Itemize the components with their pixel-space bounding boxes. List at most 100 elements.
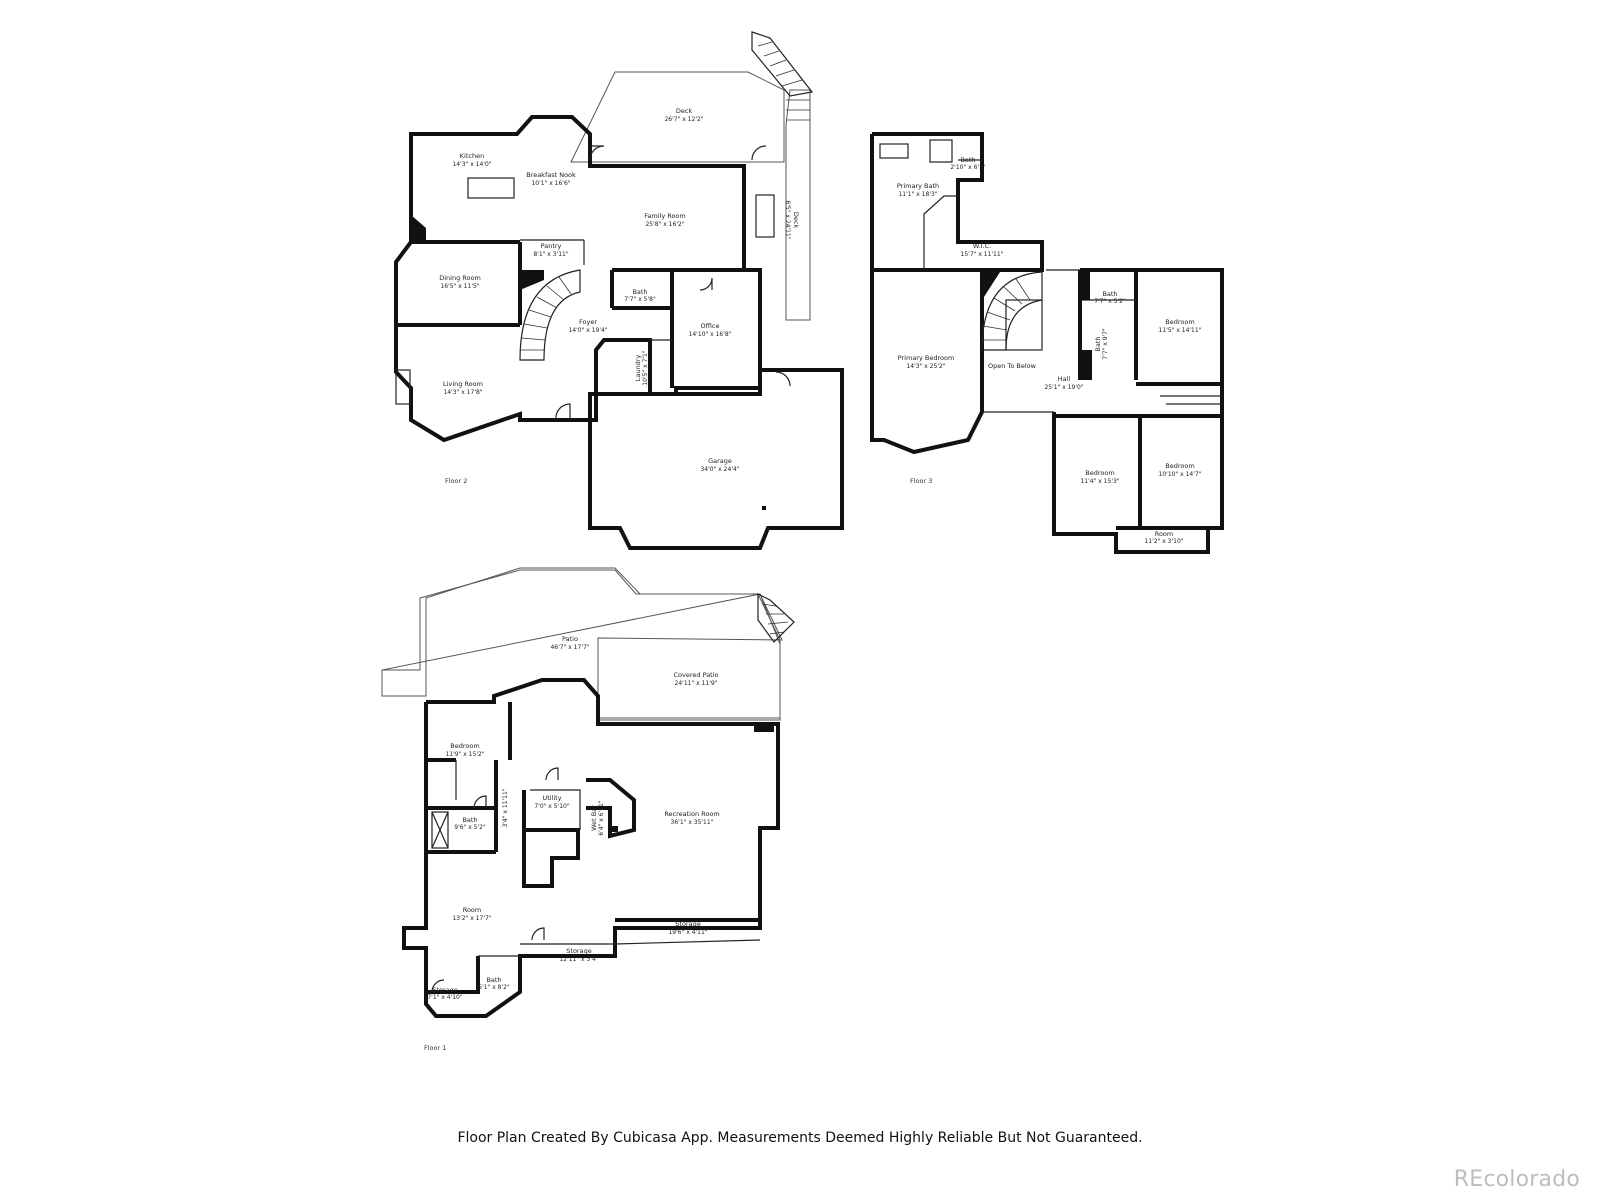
floor-2-plan: Deck 26'7" x 12'2" Kitchen 14'3" x 14'0"…: [394, 31, 844, 550]
bath-dims: 7'7" x 5'8": [624, 296, 656, 303]
door-arc: [751, 145, 767, 161]
bed2-name: Bedroom: [1085, 469, 1114, 477]
primary-bed-dims: 14'3" x 25'2": [906, 363, 945, 370]
living-name: Living Room: [443, 380, 483, 388]
disclaimer-note: Floor Plan Created By Cubicasa App. Meas…: [457, 1130, 1143, 1146]
storage-big-dims: 19'6" x 4'11": [668, 929, 707, 936]
breakfast-name: Breakfast Nook: [526, 171, 576, 179]
wet-bar-dims: 6'4" x 6'11": [598, 800, 605, 836]
floor-1-exterior-wall: [402, 678, 780, 1018]
door-arc: [473, 795, 487, 809]
bath-b-dims: 7'7" x 9'7": [1102, 328, 1109, 360]
covered-patio-dims: 24'11" x 11'9": [675, 680, 718, 687]
bath-b-name: Bath: [1094, 336, 1102, 351]
bath-small-name: Bath: [486, 976, 501, 984]
pantry-dims: 8'1" x 3'11": [533, 251, 569, 258]
utility-dims: 7'0" x 5'10": [534, 803, 570, 810]
open-below: Open To Below: [988, 362, 1037, 370]
covered-patio-name: Covered Patio: [673, 671, 718, 679]
patio-dims: 46'7" x 17'7": [550, 644, 589, 651]
floor-3-label: Floor 3: [910, 477, 932, 485]
garage-name: Garage: [708, 457, 732, 465]
wet-bar-label: Wet Bar 6'4" x 6'11": [590, 800, 605, 836]
laundry-dims: 10'5" x 7'1": [642, 350, 649, 386]
office-name: Office: [701, 322, 720, 330]
door-arc: [555, 403, 571, 419]
bath-a-name: Bath: [1102, 290, 1117, 298]
f1-bath-name: Bath: [462, 816, 477, 824]
storage-mid-dims: 12'11" x 3'4": [559, 956, 598, 963]
living-fireplace: [395, 369, 411, 405]
hall-dims: 25'1" x 19'0": [1044, 384, 1083, 391]
door-arc: [699, 277, 713, 291]
deck-stairs: [751, 31, 814, 121]
hallway-dims: 3'4" x 11'11": [502, 788, 509, 827]
breakfast-dims: 10'1" x 16'6": [531, 180, 570, 187]
kitchen-name: Kitchen: [460, 152, 484, 160]
bed3-name: Bedroom: [1165, 462, 1194, 470]
f1-bath-dims: 9'6" x 5'2": [454, 824, 486, 831]
side-deck-name: Deck: [792, 212, 800, 229]
room-name: Room: [1155, 530, 1174, 538]
family-dims: 25'8" x 16'2": [645, 221, 684, 228]
primary-bed-name: Primary Bedroom: [898, 354, 955, 362]
wic-name: W.I.C.: [973, 242, 991, 250]
storage-small-dims: 7'1" x 4'10": [427, 994, 463, 1001]
door-arc: [431, 979, 445, 993]
foyer-dims: 14'0" x 19'4": [568, 327, 607, 334]
laundry-name: Laundry: [634, 355, 642, 382]
wic-dims: 15'7" x 11'11": [961, 251, 1004, 258]
door-arc: [531, 927, 545, 941]
recreation-dims: 36'1" x 35'11": [671, 819, 714, 826]
bed1-dims: 11'5" x 14'11": [1159, 327, 1202, 334]
pantry-name: Pantry: [541, 242, 562, 250]
room-dims: 11'2" x 3'10": [1144, 538, 1183, 545]
family-fireplace: [755, 194, 775, 238]
side-deck-label: Deck 6'5" x 24'11": [784, 200, 800, 239]
hall-name: Hall: [1058, 375, 1071, 383]
bed1-name: Bedroom: [1165, 318, 1194, 326]
floor-3-plan: Primary Bath 11'1" x 18'3" Bath 2'10" x …: [870, 132, 1224, 554]
floor-3-east-wing: [1052, 268, 1224, 554]
utility-name: Utility: [542, 794, 561, 802]
deck-outline: [570, 71, 785, 163]
bath-small-dims: 5'1" x 8'2": [478, 984, 510, 991]
f1-bedroom-dims: 11'9" x 15'2": [445, 751, 484, 758]
floor-3-stairs: [981, 271, 1043, 351]
patio-stairs: [757, 593, 795, 643]
brand-watermark: REcolorado: [1453, 1167, 1580, 1192]
storage-big-name: Storage: [675, 920, 700, 928]
kitchen-dims: 14'3" x 14'0": [452, 161, 491, 168]
hallway-label: 3'4" x 11'11": [502, 788, 509, 827]
garage-dims: 34'0" x 24'4": [700, 466, 739, 473]
recreation-name: Recreation Room: [664, 810, 719, 818]
deck-name: Deck: [676, 107, 693, 115]
office-dims: 14'10" x 16'8": [689, 331, 732, 338]
foyer-stairs: [519, 269, 581, 361]
side-deck-dims: 6'5" x 24'11": [784, 200, 791, 239]
storage-small-name: Storage: [432, 986, 457, 994]
foyer-name: Foyer: [579, 318, 597, 326]
f1-room-name: Room: [463, 906, 482, 914]
floor-1-plan: Patio 46'7" x 17'7" Covered Patio 24'11"…: [381, 567, 795, 1052]
door-arc: [775, 371, 791, 387]
small-bath-name: Bath: [960, 156, 975, 164]
bed3-dims: 10'10" x 14'7": [1159, 471, 1202, 478]
f1-room-dims: 13'2" x 17'7": [452, 915, 491, 922]
bath-name: Bath: [632, 288, 647, 296]
bed2-dims: 11'4" x 15'3": [1080, 478, 1119, 485]
storage-mid-name: Storage: [566, 947, 591, 955]
bath-a-dims: 7'7" x 5'2": [1094, 298, 1126, 305]
dining-dims: 16'5" x 11'5": [440, 283, 479, 290]
garage-walls: [588, 368, 844, 550]
laundry-label: Laundry 10'5" x 7'1": [634, 350, 649, 386]
small-bath-dims: 2'10" x 6'1": [950, 164, 986, 171]
living-dims: 14'3" x 17'8": [443, 389, 482, 396]
patio-name: Patio: [562, 635, 578, 643]
family-name: Family Room: [644, 212, 686, 220]
bath-b-label: Bath 7'7" x 9'7": [1094, 328, 1109, 360]
kitchen-corner: [411, 215, 426, 242]
door-arc: [589, 145, 605, 161]
shower: [929, 139, 953, 163]
